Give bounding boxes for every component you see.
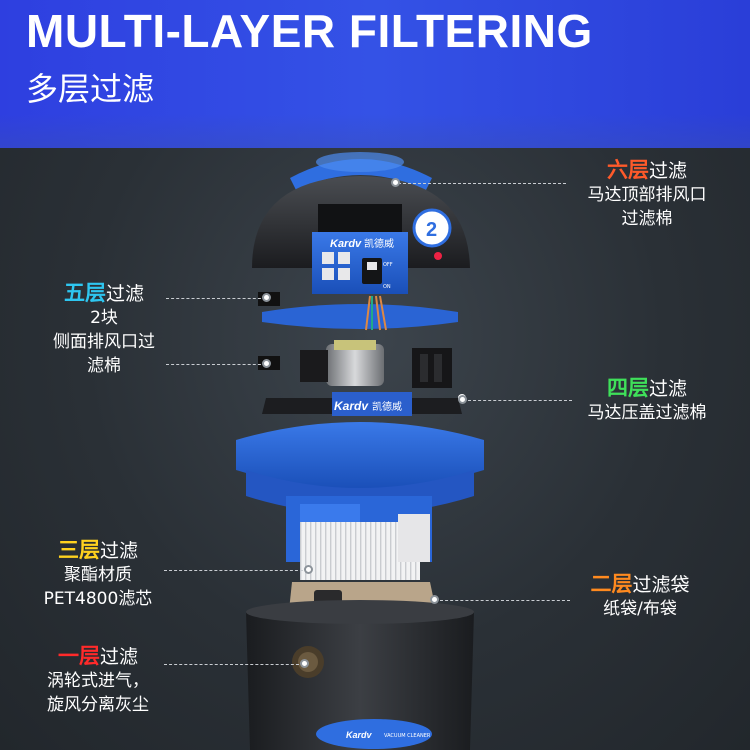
label-layer-4: 四层过滤 马达压盖过滤棉 [587,376,707,423]
badge-number: 2 [426,219,437,241]
leader-layer-5b [166,364,266,365]
svg-text:Kardv: Kardv [346,730,373,740]
svg-text:凯德威: 凯德威 [372,400,402,413]
page-subtitle: 多层过滤 [26,70,155,108]
leader-layer-3 [164,570,308,571]
label-layer-3: 三层过滤 聚酯材质 PET4800滤芯 [43,538,153,609]
label-layer-2: 二层过滤袋 纸袋/布袋 [590,572,690,619]
marker-layer-3 [304,565,313,574]
header-banner: MULTI-LAYER FILTERING 多层过滤 [0,0,750,148]
label-layer-5: 五层过滤 2块 侧面排风口过 滤棉 [53,281,155,376]
svg-text:VACUUM CLEANER: VACUUM CLEANER [384,733,431,739]
marker-layer-5 [262,293,271,302]
marker-layer-6 [391,178,400,187]
leader-layer-5 [166,298,266,299]
page-title: MULTI-LAYER FILTERING [26,5,593,57]
leader-layer-1 [164,664,304,665]
label-layer-1: 一层过滤 涡轮式进气， 旋风分离灰尘 [47,644,149,715]
svg-text:凯德威: 凯德威 [364,237,394,250]
svg-text:ON: ON [383,284,391,290]
brand-text-top: Kardv [330,238,362,250]
marker-layer-5b [262,359,271,368]
leader-layer-4 [468,400,572,401]
leader-layer-6 [398,183,566,184]
marker-layer-4 [458,395,467,404]
leader-layer-2 [440,600,570,601]
brand-text-mid: Kardv [334,399,369,413]
marker-layer-1 [300,659,309,668]
svg-text:OFF: OFF [383,262,393,268]
label-layer-6: 六层过滤 马达顶部排风口 过滤棉 [587,158,707,229]
marker-layer-2 [430,595,439,604]
